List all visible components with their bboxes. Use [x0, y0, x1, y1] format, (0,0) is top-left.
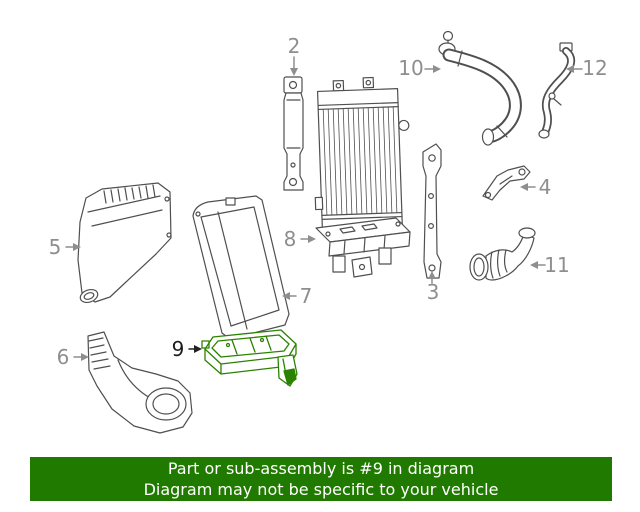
- callout-arrow-11: [530, 261, 546, 269]
- callout-12: 12: [582, 56, 608, 80]
- part-5-air-duct: [77, 182, 172, 304]
- callout-3: 3: [426, 280, 440, 304]
- diagram-note-banner: Part or sub-assembly is #9 in diagram Di…: [30, 457, 612, 501]
- part-3-bracket: [422, 143, 442, 279]
- part-10-hose: [438, 30, 522, 146]
- callout-5: 5: [48, 235, 62, 259]
- part-11-duct: [469, 227, 536, 281]
- callout-arrow-5: [65, 243, 81, 251]
- callout-arrow-3: [428, 271, 436, 284]
- callout-9: 9: [171, 337, 185, 361]
- callout-2: 2: [287, 34, 301, 58]
- callout-arrow-6: [73, 353, 89, 361]
- callout-7: 7: [299, 284, 313, 308]
- part-4-bracket: [482, 165, 531, 201]
- radiator: [314, 76, 410, 234]
- callout-arrow-9: [188, 345, 202, 353]
- callout-4: 4: [538, 175, 552, 199]
- banner-line-1: Part or sub-assembly is #9 in diagram: [167, 459, 475, 478]
- callout-arrow-4: [520, 183, 536, 191]
- callout-arrow-8: [300, 235, 316, 243]
- part-7-baffle: [192, 195, 290, 340]
- part-9-highlighted-bracket: [201, 329, 298, 387]
- callout-10: 10: [398, 56, 424, 80]
- banner-line-2: Diagram may not be specific to your vehi…: [143, 480, 499, 499]
- callout-6: 6: [56, 345, 70, 369]
- part-6-air-guide: [87, 331, 193, 434]
- callout-arrow-12: [566, 65, 583, 73]
- callout-8: 8: [283, 227, 297, 251]
- callout-11: 11: [544, 253, 570, 277]
- part-2-bracket: [283, 76, 304, 191]
- part-8-support: [315, 217, 411, 278]
- callout-arrow-2: [290, 56, 298, 76]
- callout-arrow-10: [424, 65, 441, 73]
- callout-arrow-7: [282, 292, 297, 300]
- part-12-hose: [538, 42, 576, 139]
